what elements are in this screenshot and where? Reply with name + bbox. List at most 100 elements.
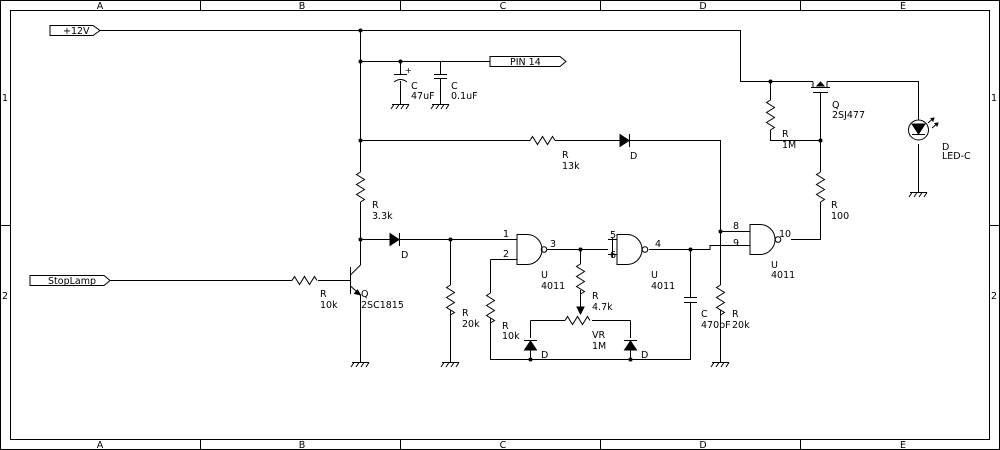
port-stoplamp: StopLamp <box>29 275 111 287</box>
nand-gate-u3: 8 9 10 U 4011 <box>733 221 795 281</box>
port-stoplamp-label: StopLamp <box>48 276 96 287</box>
resistor-20k-a: R 20k <box>445 284 480 330</box>
led: D LED-C <box>908 117 971 162</box>
capacitor-470pf-value: 470pF <box>701 320 731 331</box>
resistor-10k-input-ref: R <box>320 289 327 300</box>
resistor-3-3k: R 3.3k <box>355 171 393 222</box>
u2-value: 4011 <box>651 281 675 292</box>
resistor-10k-input: R 10k <box>291 275 338 311</box>
resistor-13k-value: 13k <box>562 161 580 172</box>
resistor-100-value: 100 <box>831 211 849 222</box>
u2-ref: U <box>651 270 658 281</box>
transistor-2sc1815: Q 2SC1815 <box>350 264 404 311</box>
potentiometer-vr: VR 1M <box>564 315 606 352</box>
u3-ref: U <box>771 260 778 271</box>
ground-icon <box>440 362 460 368</box>
nand-gate-u1: 1 2 3 U 4011 <box>503 229 565 292</box>
diode-right-ref: D <box>641 350 648 361</box>
port-vcc: +12V <box>49 25 101 37</box>
potentiometer-vr-ref: VR <box>592 330 605 341</box>
mosfet-2sj477-ref: Q <box>832 100 839 111</box>
column-label-top-a: A <box>97 1 104 12</box>
resistor-10k-b: R 10k <box>485 292 520 342</box>
ground-icon <box>390 104 410 110</box>
port-pin14-label: PIN 14 <box>510 57 541 68</box>
resistor-20k-a-ref: R <box>462 308 469 319</box>
diode-left: D <box>523 340 548 361</box>
u1-value: 4011 <box>541 281 565 292</box>
resistor-4-7k: R 4.7k <box>575 263 613 316</box>
transistor-2sc1815-ref: Q <box>361 289 368 300</box>
capacitor-0-1uf: C 0.1uF <box>434 74 478 102</box>
capacitor-470pf-ref: C <box>701 309 708 320</box>
column-label-top-b: B <box>299 1 306 12</box>
diode-right: D <box>623 340 648 361</box>
resistor-10k-input-value: 10k <box>320 300 338 311</box>
led-value: LED-C <box>942 151 971 162</box>
u3-pin-8: 8 <box>733 221 739 232</box>
u1-pin-1: 1 <box>503 229 509 240</box>
mosfet-2sj477-value: 2SJ477 <box>832 110 865 121</box>
led-ref: D <box>942 142 949 153</box>
resistor-20k-a-value: 20k <box>462 319 480 330</box>
resistor-100: R 100 <box>815 171 849 222</box>
capacitor-0-1uf-ref: C <box>451 81 458 92</box>
resistor-1m-ref: R <box>782 129 789 140</box>
diode-mid-ref: D <box>401 250 408 261</box>
u3-value: 4011 <box>771 270 795 281</box>
resistor-1m-value: 1M <box>782 140 796 151</box>
port-pin14: PIN 14 <box>489 56 567 68</box>
diode-top: D <box>619 133 637 162</box>
resistor-20k-b-ref: R <box>732 309 739 320</box>
diode-mid: D <box>389 232 408 261</box>
resistor-100-ref: R <box>831 200 838 211</box>
u3-pin-10: 10 <box>779 229 791 240</box>
column-label-top-d: D <box>699 1 706 12</box>
column-label-bottom-b: B <box>299 440 306 450</box>
transistor-2sc1815-value: 2SC1815 <box>361 300 404 311</box>
capacitor-470pf: C 470pF <box>684 297 731 331</box>
u1-pin-2: 2 <box>503 249 509 260</box>
nand-gate-u2: 5 6 4 U 4011 <box>610 230 675 292</box>
capacitor-47uf-polarity: + <box>405 66 412 75</box>
capacitor-0-1uf-value: 0.1uF <box>451 91 478 102</box>
u2-pin-5: 5 <box>610 230 616 241</box>
ground-icon <box>908 192 928 198</box>
resistor-20k-b-value: 20k <box>732 320 750 331</box>
junction-dots <box>358 28 823 362</box>
column-label-top-e: E <box>900 1 906 12</box>
ground-symbols <box>350 104 928 368</box>
resistor-10k-b-value: 10k <box>502 331 520 342</box>
resistor-3-3k-ref: R <box>372 200 379 211</box>
u3-pin-9: 9 <box>733 238 739 249</box>
column-label-bottom-a: A <box>97 440 104 450</box>
resistor-13k: R 13k <box>529 135 580 172</box>
resistor-4-7k-ref: R <box>592 291 599 302</box>
ground-icon <box>710 362 730 368</box>
resistor-4-7k-value: 4.7k <box>592 302 613 313</box>
resistor-1m: R 1M <box>765 99 796 151</box>
resistor-3-3k-value: 3.3k <box>372 211 393 222</box>
capacitor-47uf-ref: C <box>411 81 418 92</box>
port-vcc-label: +12V <box>63 26 90 37</box>
ground-icon <box>430 104 450 110</box>
resistor-13k-ref: R <box>562 150 569 161</box>
capacitor-47uf-value: 47uF <box>411 91 435 102</box>
potentiometer-vr-value: 1M <box>592 341 606 352</box>
ground-icon <box>350 362 370 368</box>
u1-pin-3: 3 <box>550 239 556 250</box>
wires <box>100 30 919 362</box>
resistor-20k-b: R 20k <box>715 284 750 331</box>
column-label-bottom-c: C <box>500 440 507 450</box>
row-label-right-2: 2 <box>991 291 997 302</box>
resistor-10k-b-ref: R <box>502 321 509 332</box>
diode-left-ref: D <box>541 350 548 361</box>
column-label-top-c: C <box>500 1 507 12</box>
row-label-left-1: 1 <box>2 93 8 104</box>
mosfet-2sj477: Q 2SJ477 <box>811 81 865 121</box>
u2-pin-4: 4 <box>655 239 661 250</box>
u1-ref: U <box>541 270 548 281</box>
capacitor-47uf: + C 47uF <box>393 66 435 102</box>
